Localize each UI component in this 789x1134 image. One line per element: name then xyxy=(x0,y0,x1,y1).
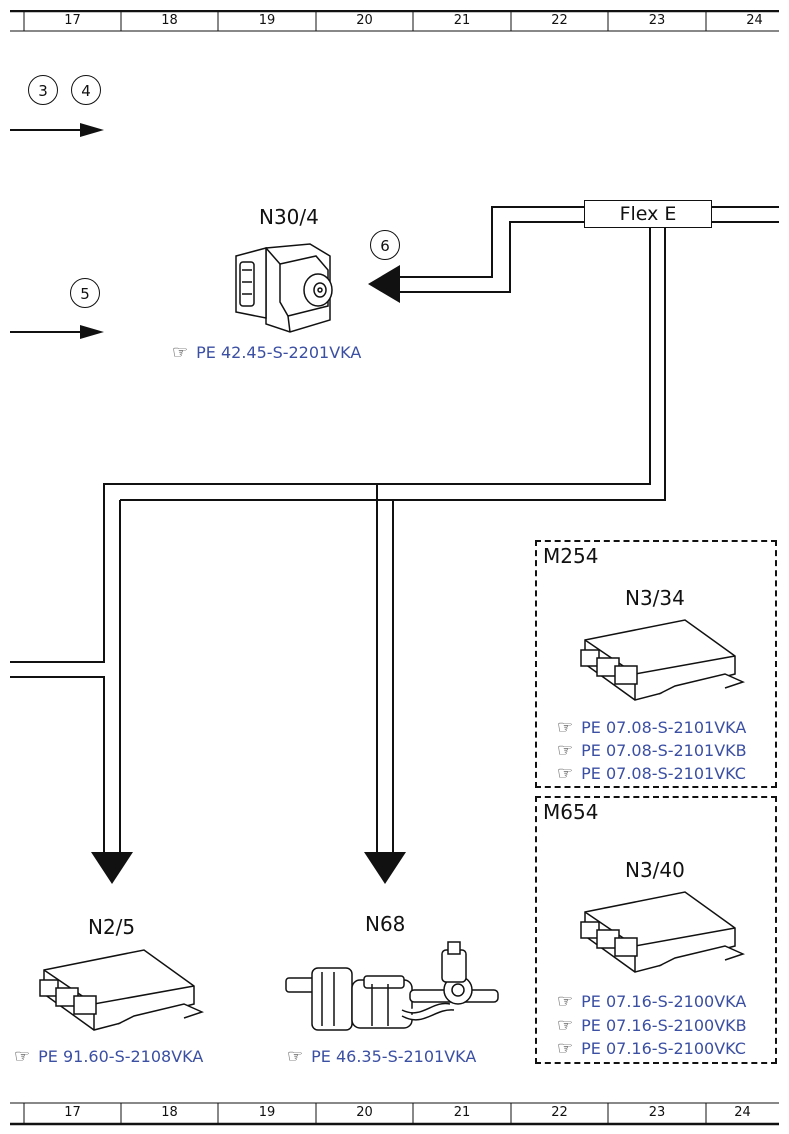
pointing-hand-icon: ☞ xyxy=(557,716,574,738)
n3-40-document-reference-b[interactable]: ☞ PE 07.16-S-2100VKB xyxy=(557,1016,747,1035)
n3-34-ref-text-c: PE 07.08-S-2101VKC xyxy=(581,764,746,783)
ruler-cell-23: 23 xyxy=(648,13,666,28)
n3-34-ref-text-b: PE 07.08-S-2101VKB xyxy=(581,741,747,760)
arrowhead-3-4 xyxy=(80,123,104,137)
ruler-frame xyxy=(10,10,779,32)
ruler-cell-18: 18 xyxy=(161,13,178,28)
n3-40-ref-text-c: PE 07.16-S-2100VKC xyxy=(581,1039,746,1058)
pointing-hand-icon: ☞ xyxy=(172,341,189,363)
ruler-cell-24: 24 xyxy=(746,13,763,28)
marker-5: 5 xyxy=(70,278,100,308)
flex-e-bus-box: Flex E xyxy=(584,200,712,228)
arrowhead-n30-4 xyxy=(368,265,400,303)
pointing-hand-icon: ☞ xyxy=(14,1045,31,1067)
n3-40-label: N3/40 xyxy=(625,858,685,882)
engine-variant-group-m254: M254 N3/34 ☞ PE 07.08-S-2101VKA ☞ PE 07.08… xyxy=(535,540,777,788)
pointing-hand-icon: ☞ xyxy=(557,739,574,761)
n3-40-document-reference-c[interactable]: ☞ PE 07.16-S-2100VKC xyxy=(557,1039,746,1058)
marker-3: 3 xyxy=(28,75,58,105)
n2-5-document-reference[interactable]: ☞ PE 91.60-S-2108VKA xyxy=(14,1047,203,1066)
n30-4-label: N30/4 xyxy=(259,205,319,229)
n3-34-ref-text-a: PE 07.08-S-2101VKA xyxy=(581,718,747,737)
n68-label: N68 xyxy=(365,912,406,936)
n30-4-ref-text: PE 42.45-S-2201VKA xyxy=(196,343,362,362)
bus-line-outer-trunk xyxy=(10,228,651,663)
n3-34-document-reference-b[interactable]: ☞ PE 07.08-S-2101VKB xyxy=(557,741,747,760)
arrowhead-n68 xyxy=(364,852,406,884)
ruler-cell-18: 18 xyxy=(161,1105,178,1120)
ruler-cell-20: 20 xyxy=(356,1105,373,1120)
n3-34-control-unit-icon xyxy=(580,619,745,701)
n68-steering-gear-icon xyxy=(285,941,499,1031)
column-ruler-top: 17 18 19 20 21 22 23 24 xyxy=(0,10,789,32)
m254-title: M254 xyxy=(543,544,599,568)
ruler-cell-22: 22 xyxy=(551,1105,568,1120)
ruler-cell-19: 19 xyxy=(258,1105,276,1120)
column-ruler-bottom: 17 18 19 20 21 22 23 24 xyxy=(0,1102,789,1124)
n68-document-reference[interactable]: ☞ PE 46.35-S-2101VKA xyxy=(287,1047,476,1066)
ruler-cell-19: 19 xyxy=(258,13,276,28)
n30-4-document-reference[interactable]: ☞ PE 42.45-S-2201VKA xyxy=(172,343,361,362)
n3-40-ref-text-b: PE 07.16-S-2100VKB xyxy=(581,1016,747,1035)
ruler-frame-bottom xyxy=(23,1103,707,1123)
arrowhead-5 xyxy=(80,325,104,339)
pointing-hand-icon: ☞ xyxy=(557,1037,574,1059)
n3-34-document-reference-a[interactable]: ☞ PE 07.08-S-2101VKA xyxy=(557,718,746,737)
ruler-cell-22: 22 xyxy=(551,13,568,28)
bus-line-n2-5-left xyxy=(10,676,105,855)
bus-line-inner-trunk xyxy=(120,228,666,501)
n2-5-label: N2/5 xyxy=(88,915,136,939)
ruler-cell-17: 17 xyxy=(64,1105,81,1120)
n68-ref-text: PE 46.35-S-2101VKA xyxy=(311,1047,477,1066)
ruler-cell-20: 20 xyxy=(356,13,373,28)
ruler-cell-24: 24 xyxy=(734,1105,751,1120)
pointing-hand-icon: ☞ xyxy=(557,990,574,1012)
marker-4: 4 xyxy=(71,75,101,105)
m654-title: M654 xyxy=(543,800,599,824)
n2-5-control-unit-icon xyxy=(39,949,204,1031)
n30-4-abs-unit-icon xyxy=(235,243,333,333)
engine-variant-group-m654: M654 N3/40 ☞ PE 07.16-S-2100VKA ☞ PE 07.16… xyxy=(535,796,777,1064)
n3-34-label: N3/34 xyxy=(625,586,685,610)
pointing-hand-icon: ☞ xyxy=(287,1045,304,1067)
pointing-hand-icon: ☞ xyxy=(557,762,574,784)
ruler-cell-17: 17 xyxy=(64,13,81,28)
ruler-cell-23: 23 xyxy=(648,1105,666,1120)
n3-34-document-reference-c[interactable]: ☞ PE 07.08-S-2101VKC xyxy=(557,764,746,783)
n3-40-control-unit-icon xyxy=(580,891,745,973)
marker-6: 6 xyxy=(370,230,400,260)
n3-40-ref-text-a: PE 07.16-S-2100VKA xyxy=(581,992,747,1011)
pointing-hand-icon: ☞ xyxy=(557,1014,574,1036)
ruler-cell-21: 21 xyxy=(453,1105,471,1120)
n3-40-document-reference-a[interactable]: ☞ PE 07.16-S-2100VKA xyxy=(557,992,746,1011)
bus-line-n30-4-outer xyxy=(398,206,584,278)
n2-5-ref-text: PE 91.60-S-2108VKA xyxy=(38,1047,204,1066)
arrowhead-n2-5 xyxy=(91,852,133,884)
ruler-cell-21: 21 xyxy=(453,13,471,28)
bus-line-n30-4-inner xyxy=(398,221,584,293)
